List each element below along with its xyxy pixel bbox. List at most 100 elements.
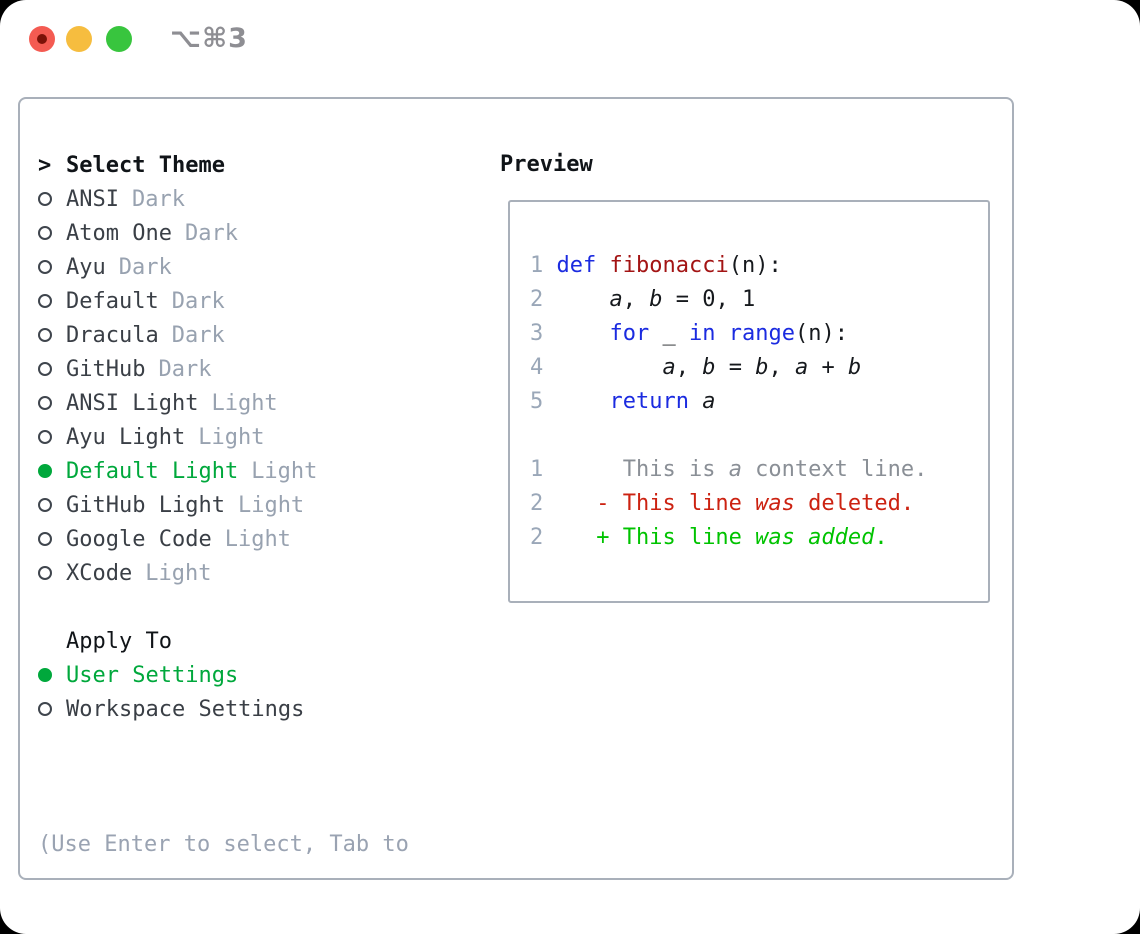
option-variant: Light bbox=[251, 458, 318, 484]
option-variant: Light bbox=[237, 492, 305, 518]
option-label: Default Light bbox=[66, 458, 239, 484]
help-line-1: (Use Enter to select, Tab to bbox=[38, 832, 409, 857]
radio-unselected-icon bbox=[38, 226, 52, 240]
marker bbox=[38, 192, 66, 206]
option-label: Workspace Settings bbox=[66, 696, 305, 722]
option-ayu[interactable]: Ayu Dark bbox=[38, 250, 409, 284]
option-default-light[interactable]: Default Light Light bbox=[38, 454, 409, 488]
marker bbox=[38, 668, 66, 682]
option-google-code[interactable]: Google Code Light bbox=[38, 522, 409, 556]
option-atom-one[interactable]: Atom One Dark bbox=[38, 216, 409, 250]
theme-list-header: > Select Theme bbox=[38, 148, 409, 182]
close-button-dot-icon bbox=[37, 34, 47, 44]
option-label: GitHub Light bbox=[66, 492, 225, 518]
option-ansi-light[interactable]: ANSI Light Light bbox=[38, 386, 409, 420]
option-default[interactable]: Default Dark bbox=[38, 284, 409, 318]
option-ayu-light[interactable]: Ayu Light Light bbox=[38, 420, 409, 454]
option-github[interactable]: GitHub Dark bbox=[38, 352, 409, 386]
option-workspace-settings[interactable]: Workspace Settings bbox=[38, 692, 409, 726]
code-line: 3 for _ in range(n): bbox=[530, 321, 848, 346]
radio-selected-icon bbox=[38, 668, 52, 682]
marker bbox=[38, 430, 66, 444]
radio-unselected-icon bbox=[38, 566, 52, 580]
help-text: (Use Enter to select, Tab to change focu… bbox=[38, 760, 409, 934]
option-label: Ayu Light bbox=[66, 424, 186, 450]
code-line: 2 a, b = 0, 1 bbox=[530, 287, 756, 312]
preview-code: 1 def fibonacci(n): 2 a, b = 0, 1 3 for _ … bbox=[530, 249, 988, 555]
option-variant: Dark bbox=[131, 186, 185, 212]
option-variant: Dark bbox=[158, 356, 212, 382]
option-label: Atom One bbox=[66, 220, 172, 246]
radio-unselected-icon bbox=[38, 192, 52, 206]
code-line: 5 return a bbox=[530, 389, 716, 414]
option-variant: Light bbox=[145, 560, 212, 586]
radio-unselected-icon bbox=[38, 702, 52, 716]
maximize-button[interactable] bbox=[106, 26, 132, 52]
option-user-settings[interactable]: User Settings bbox=[38, 658, 409, 692]
apply-to-title: Apply To bbox=[66, 628, 172, 654]
radio-unselected-icon bbox=[38, 328, 52, 342]
option-github-light[interactable]: GitHub Light Light bbox=[38, 488, 409, 522]
code-line: 1 def fibonacci(n): bbox=[530, 253, 782, 278]
marker bbox=[38, 702, 66, 716]
option-variant: Light bbox=[211, 390, 278, 416]
option-label: ANSI bbox=[66, 186, 119, 212]
preview-title: Preview bbox=[500, 152, 593, 177]
marker bbox=[38, 226, 66, 240]
option-xcode[interactable]: XCode Light bbox=[38, 556, 409, 590]
marker bbox=[38, 566, 66, 580]
radio-unselected-icon bbox=[38, 532, 52, 546]
option-label: Dracula bbox=[66, 322, 159, 348]
marker bbox=[38, 532, 66, 546]
radio-selected-icon bbox=[38, 464, 52, 478]
option-variant: Dark bbox=[118, 254, 172, 280]
radio-unselected-icon bbox=[38, 396, 52, 410]
cursor-icon: > bbox=[38, 152, 52, 178]
spacer bbox=[38, 726, 409, 760]
marker bbox=[38, 260, 66, 274]
radio-unselected-icon bbox=[38, 260, 52, 274]
spacer bbox=[38, 590, 409, 624]
marker bbox=[38, 362, 66, 376]
marker bbox=[38, 464, 66, 478]
help-line-2: change focus) bbox=[38, 930, 409, 934]
theme-list-title: Select Theme bbox=[66, 152, 225, 178]
radio-unselected-icon bbox=[38, 294, 52, 308]
option-label: Ayu bbox=[66, 254, 106, 280]
close-button[interactable] bbox=[29, 26, 55, 52]
code-line: 2 - This line was deleted. bbox=[530, 491, 915, 516]
radio-unselected-icon bbox=[38, 498, 52, 512]
option-label: Google Code bbox=[66, 526, 212, 552]
radio-unselected-icon bbox=[38, 362, 52, 376]
window-title: ⌥⌘3 bbox=[170, 23, 248, 54]
option-label: ANSI Light bbox=[66, 390, 199, 416]
code-line: 2 + This line was added. bbox=[530, 525, 888, 550]
marker bbox=[38, 294, 66, 308]
code-line: 1 This is a context line. bbox=[530, 457, 928, 482]
option-variant: Light bbox=[198, 424, 265, 450]
option-variant: Light bbox=[224, 526, 291, 552]
window-titlebar: ⌥⌘3 bbox=[0, 0, 1140, 78]
option-variant: Dark bbox=[171, 288, 225, 314]
apply-to-header: Apply To bbox=[38, 624, 409, 658]
option-variant: Dark bbox=[184, 220, 238, 246]
marker bbox=[38, 328, 66, 342]
option-label: User Settings bbox=[66, 662, 239, 688]
minimize-button[interactable] bbox=[66, 26, 92, 52]
option-label: GitHub bbox=[66, 356, 146, 382]
preview-panel: 1 def fibonacci(n): 2 a, b = 0, 1 3 for _ … bbox=[508, 200, 990, 603]
radio-unselected-icon bbox=[38, 430, 52, 444]
option-label: Default bbox=[66, 288, 159, 314]
option-label: XCode bbox=[66, 560, 133, 586]
marker bbox=[38, 498, 66, 512]
option-ansi[interactable]: ANSI Dark bbox=[38, 182, 409, 216]
code-line bbox=[530, 419, 988, 453]
code-line: 4 a, b = b, a + b bbox=[530, 355, 862, 380]
marker bbox=[38, 396, 66, 410]
